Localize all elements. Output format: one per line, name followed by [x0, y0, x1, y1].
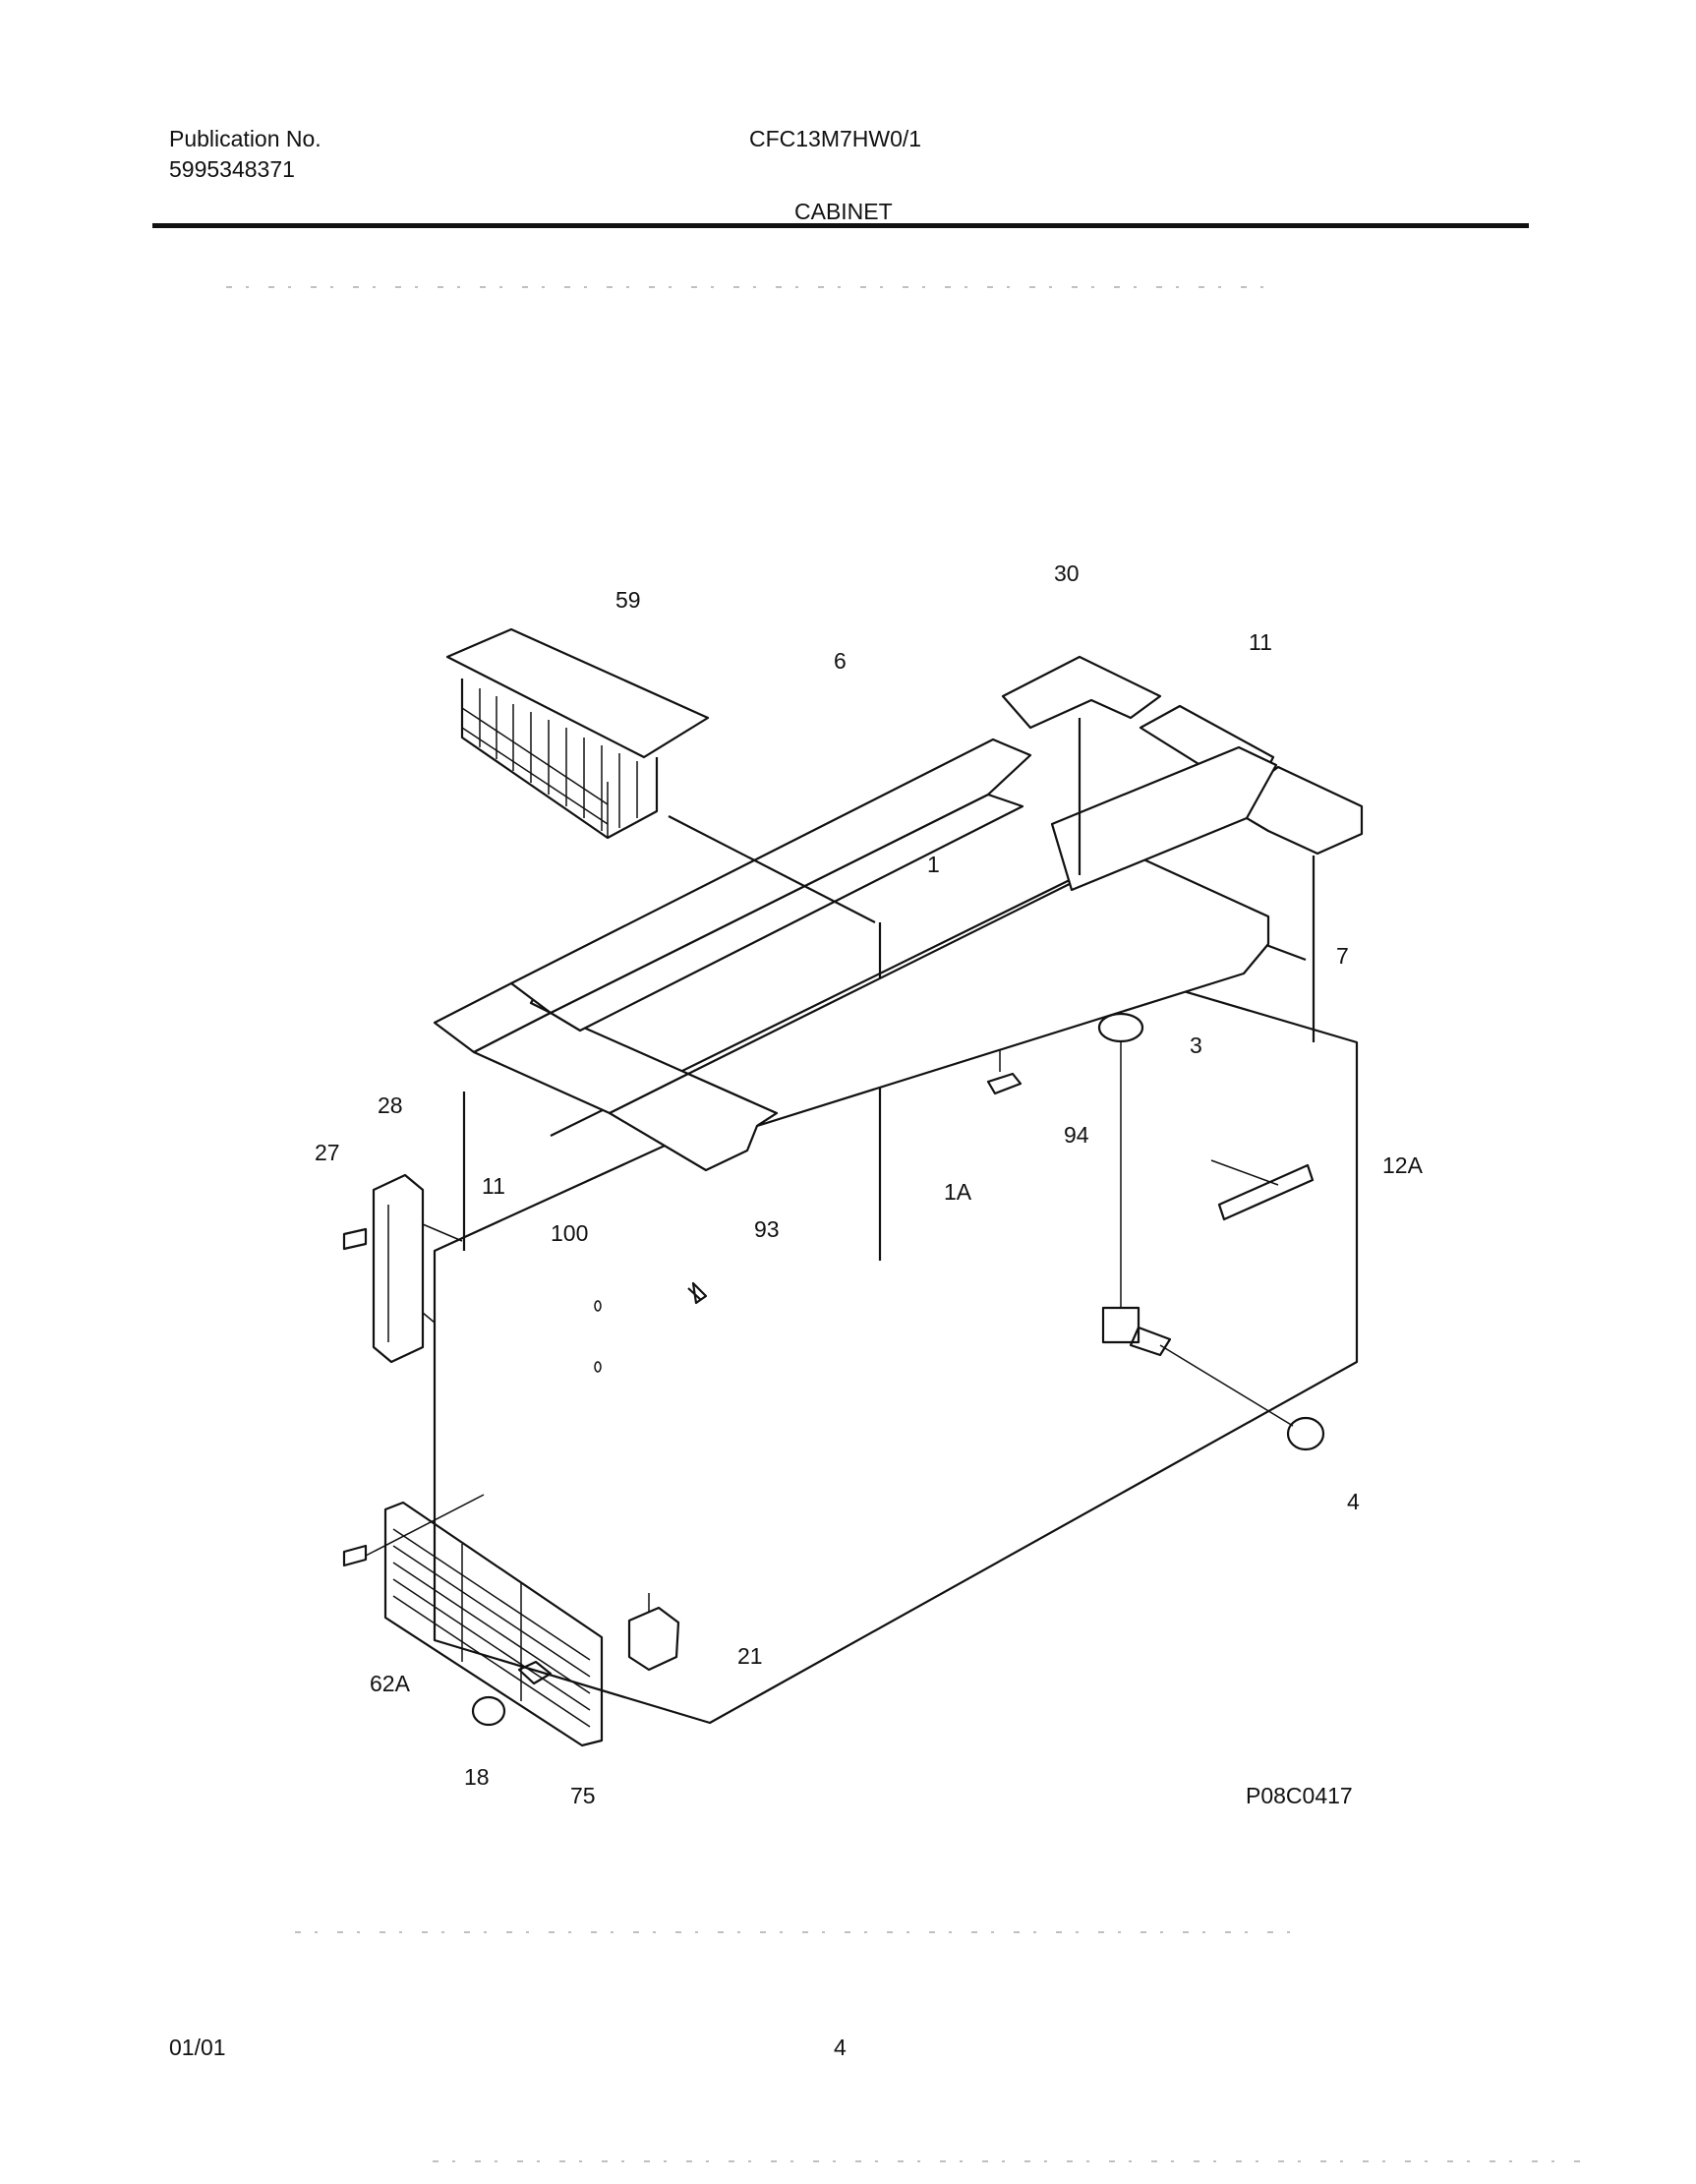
publication-label: Publication No.: [169, 126, 322, 151]
scan-artifacts: [226, 286, 1593, 2162]
drain-assembly: [1097, 1012, 1325, 1451]
callout-28: 28: [378, 1092, 403, 1118]
breaker-strips: [433, 655, 1364, 1172]
callout-75: 75: [570, 1783, 596, 1808]
callout-62A: 62A: [370, 1671, 411, 1696]
publication-number: 5995348371: [169, 156, 295, 182]
callout-18: 18: [464, 1764, 490, 1790]
grille: [342, 1494, 680, 1747]
section-title: CABINET: [794, 199, 893, 224]
callout-93: 93: [754, 1216, 780, 1242]
callout-3: 3: [1190, 1033, 1202, 1058]
figure-code: P08C0417: [1246, 1783, 1353, 1808]
part-callouts: 59 30 6 11 1 7 3 28 27 11 100 93 94 1A 1…: [315, 561, 1424, 1808]
callout-94: 94: [1064, 1122, 1089, 1148]
callout-1: 1: [927, 852, 940, 877]
callout-11-left: 11: [482, 1173, 505, 1199]
callout-30: 30: [1054, 561, 1080, 586]
callout-11-top: 11: [1249, 629, 1272, 655]
footer-date: 01/01: [169, 2035, 226, 2060]
callout-4: 4: [1347, 1489, 1360, 1514]
callout-27: 27: [315, 1140, 340, 1165]
header-rule: [152, 223, 1529, 228]
callout-1A: 1A: [944, 1179, 972, 1205]
callout-21: 21: [737, 1643, 763, 1669]
callout-100: 100: [551, 1220, 588, 1246]
callout-12A: 12A: [1382, 1152, 1424, 1178]
callout-7: 7: [1336, 943, 1349, 969]
basket: [445, 627, 876, 923]
model-number: CFC13M7HW0/1: [749, 126, 922, 151]
callout-59: 59: [615, 587, 641, 613]
callout-6: 6: [834, 648, 847, 674]
hinge-bracket: [342, 1173, 463, 1364]
page-number: 4: [834, 2035, 847, 2060]
